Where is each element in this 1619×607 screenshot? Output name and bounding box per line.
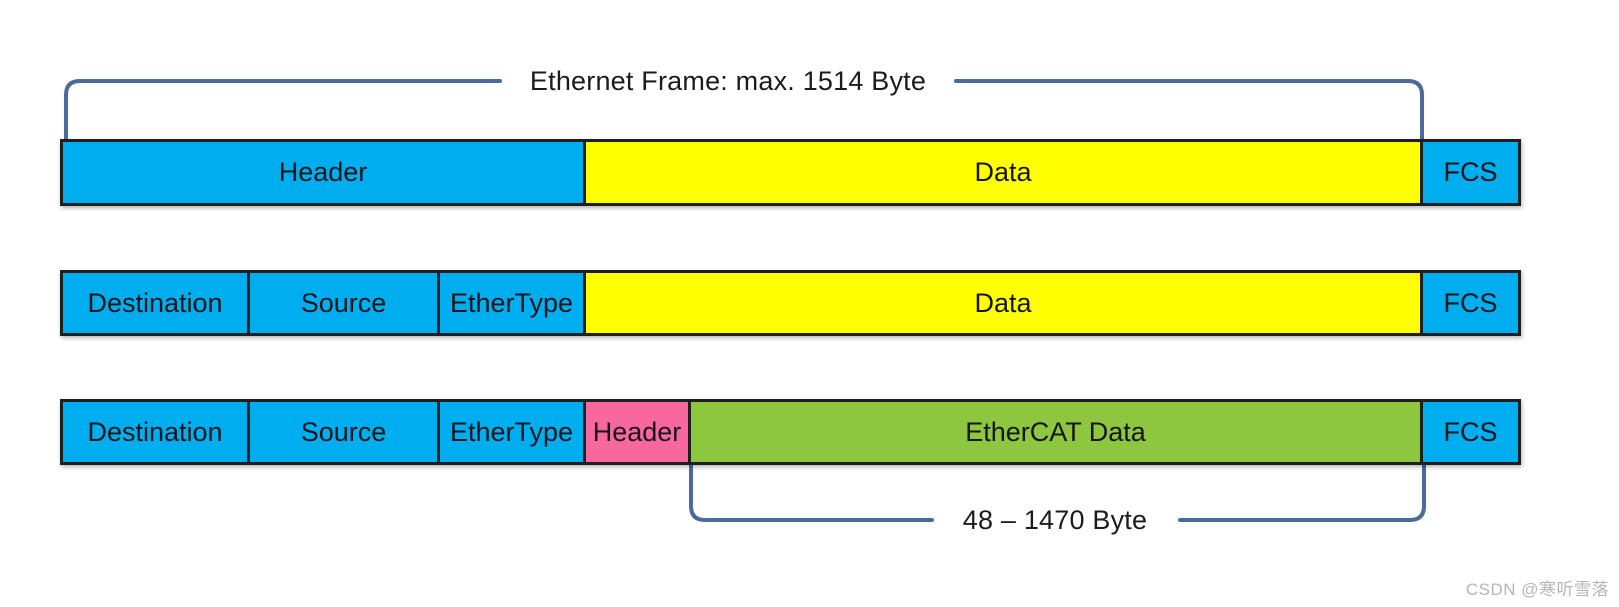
ethercat-data-size-label: 48 – 1470 Byte (962, 505, 1148, 535)
frame-cell-destination: Destination (60, 399, 250, 465)
frame-cell-data: Data (583, 139, 1423, 206)
watermark-text: CSDN @寒听雪落 (1465, 580, 1609, 599)
frame-cell-header: Header (60, 139, 586, 206)
frame-cell-ethertype: EtherType (437, 270, 586, 336)
frame-cell-header: Header (583, 399, 691, 465)
frame-cell-source: Source (247, 270, 440, 336)
frame-cell-ethertype: EtherType (437, 399, 586, 465)
ethernet-frame-size-label: Ethernet Frame: max. 1514 Byte (529, 66, 927, 96)
frame-cell-data: Data (583, 270, 1423, 336)
frame-cell-ethercat-data: EtherCAT Data (688, 399, 1423, 465)
frame-cell-fcs: FCS (1420, 139, 1521, 206)
frame-cell-source: Source (247, 399, 440, 465)
frame-cell-fcs: FCS (1420, 399, 1521, 465)
frame-cell-destination: Destination (60, 270, 250, 336)
frame-cell-fcs: FCS (1420, 270, 1521, 336)
